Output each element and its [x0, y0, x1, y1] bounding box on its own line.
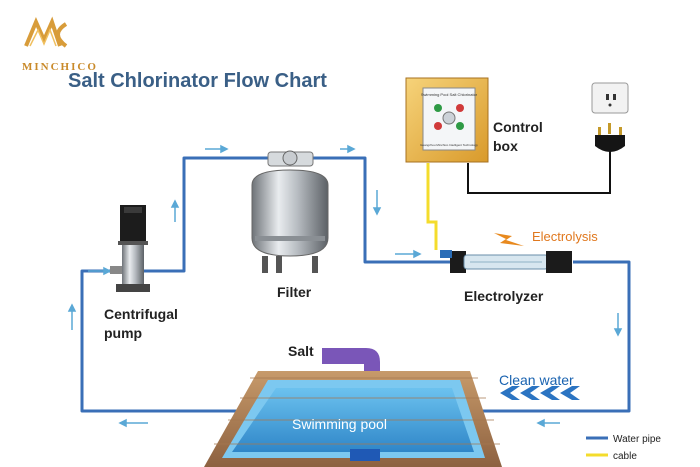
flow-arrow-top-left — [205, 144, 229, 154]
wall-socket — [591, 82, 629, 114]
flow-arrow-down-right — [613, 313, 623, 337]
sand-filter — [251, 150, 329, 273]
clean-water-label: Clean water — [499, 372, 574, 388]
electrolyzer — [440, 250, 572, 273]
yellow-cable — [426, 163, 438, 250]
flow-arrow-bottom-left — [118, 418, 148, 428]
electrolyzer-label: Electrolyzer — [464, 288, 544, 304]
flow-arrow-bottom-right — [536, 418, 560, 428]
pump-label-line2: pump — [104, 325, 143, 341]
pump-label-line1: Centrifugal — [104, 306, 178, 322]
flow-arrow-up-left — [67, 303, 77, 330]
control-panel-footer: Guangzhou Minchico Intelligent Technolog… — [420, 143, 478, 147]
electrolysis-spark-icon — [494, 233, 524, 246]
brand-logo — [24, 16, 68, 48]
filter-label: Filter — [277, 284, 312, 300]
flow-arrow-top-mid — [340, 144, 356, 154]
flow-arrow-down-filter — [372, 190, 382, 216]
electrolysis-label: Electrolysis — [532, 229, 598, 244]
water-pipe — [80, 156, 631, 413]
flow-arrows — [67, 144, 623, 428]
pump-label: Centrifugal pump — [104, 305, 178, 343]
centrifugal-pump — [110, 205, 150, 292]
control-box: Swimming Pool Salt Chlorinator Guangzhou… — [405, 77, 489, 163]
clean-water-chevrons — [500, 386, 580, 400]
diagram-title: Salt Chlorinator Flow Chart — [68, 70, 327, 92]
legend-cable-label: cable — [613, 451, 637, 462]
brand-name: MINCHICO — [22, 61, 98, 73]
legend-water-pipe-label: Water pipe — [613, 434, 661, 445]
swimming-pool-label: Swimming pool — [292, 416, 387, 432]
power-cable — [467, 150, 611, 194]
control-panel-title: Swimming Pool Salt Chlorinator — [421, 92, 478, 97]
control-box-label-line1: Control — [493, 119, 543, 135]
cables — [426, 150, 611, 250]
flow-arrow-pipe-electrolyzer — [395, 249, 422, 259]
control-box-label-line2: box — [493, 138, 518, 154]
salt-label: Salt — [288, 343, 314, 359]
flow-arrow-into-pump — [88, 266, 112, 276]
swimming-pool — [204, 371, 502, 467]
control-box-label: Control box — [493, 118, 543, 156]
power-plug — [595, 123, 625, 152]
flow-arrow-up-pump — [170, 199, 180, 222]
